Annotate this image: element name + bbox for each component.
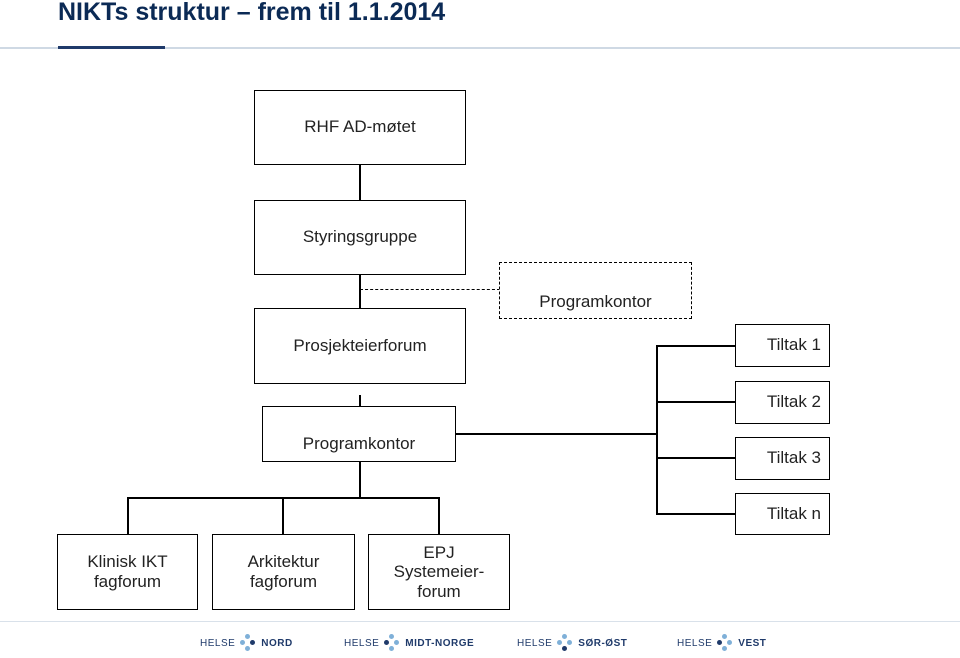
connector-dashed-programkontor (360, 289, 500, 290)
node-styringsgruppe: Styringsgruppe (254, 200, 466, 275)
connector-tiltak-1 (656, 345, 736, 347)
node-programkontor-dashed: Programkontor (499, 262, 692, 319)
logo-helse-sor-ost: HELSE SØR-ØST (517, 634, 627, 652)
title-divider (0, 47, 960, 49)
page-title: NIKTs struktur – frem til 1.1.2014 (58, 0, 446, 26)
node-prosjekteierforum: Prosjekteierforum (254, 308, 466, 384)
connector-tiltak-bus (656, 345, 658, 513)
title-accent-bar (58, 46, 165, 49)
logo-dots-icon (384, 634, 400, 652)
connector-tiltak-n (656, 513, 736, 515)
logo-helse-text: HELSE (344, 637, 380, 649)
connector-tiltak-2 (656, 401, 736, 403)
node-tiltak-1: Tiltak 1 (735, 324, 830, 367)
logo-region-text: SØR-ØST (578, 637, 628, 649)
connector-styringsgruppe-prosjekteierforum (359, 274, 361, 309)
node-tiltak-2: Tiltak 2 (735, 381, 830, 424)
connector-drop-arkitektur (282, 497, 284, 535)
logo-helse-text: HELSE (517, 637, 553, 649)
logo-helse-midt-norge: HELSE MIDT-NORGE (344, 634, 474, 652)
logo-helse-nord: HELSE NORD (200, 634, 293, 652)
connector-rhf-styringsgruppe (359, 164, 361, 200)
node-arkitektur-fagforum: Arkitektur fagforum (212, 534, 355, 610)
logo-region-text: MIDT-NORGE (405, 637, 475, 649)
connector-drop-klinisk (127, 497, 129, 535)
node-programkontor: Programkontor (262, 406, 456, 462)
logo-helse-text: HELSE (677, 637, 713, 649)
connector-programkontor-down (359, 461, 361, 498)
footer-divider (0, 621, 960, 622)
node-epj-systemeierforum: EPJ Systemeier- forum (368, 534, 510, 610)
logo-helse-text: HELSE (200, 637, 236, 649)
logo-helse-vest: HELSE VEST (677, 634, 766, 652)
connector-drop-epj (438, 497, 440, 535)
logo-dots-icon (240, 634, 256, 652)
connector-programkontor-tiltak (455, 433, 657, 435)
logo-dots-icon (717, 634, 733, 652)
node-klinisk-ikt-fagforum: Klinisk IKT fagforum (57, 534, 198, 610)
connector-tiltak-3 (656, 457, 736, 459)
logo-region-text: VEST (738, 637, 767, 649)
logo-region-text: NORD (261, 637, 293, 649)
node-tiltak-3: Tiltak 3 (735, 437, 830, 480)
node-tiltak-n: Tiltak n (735, 493, 830, 535)
logo-dots-icon (557, 634, 573, 652)
connector-prosjekteierforum-programkontor (359, 395, 361, 406)
node-rhf-ad-motet: RHF AD-møtet (254, 90, 466, 165)
